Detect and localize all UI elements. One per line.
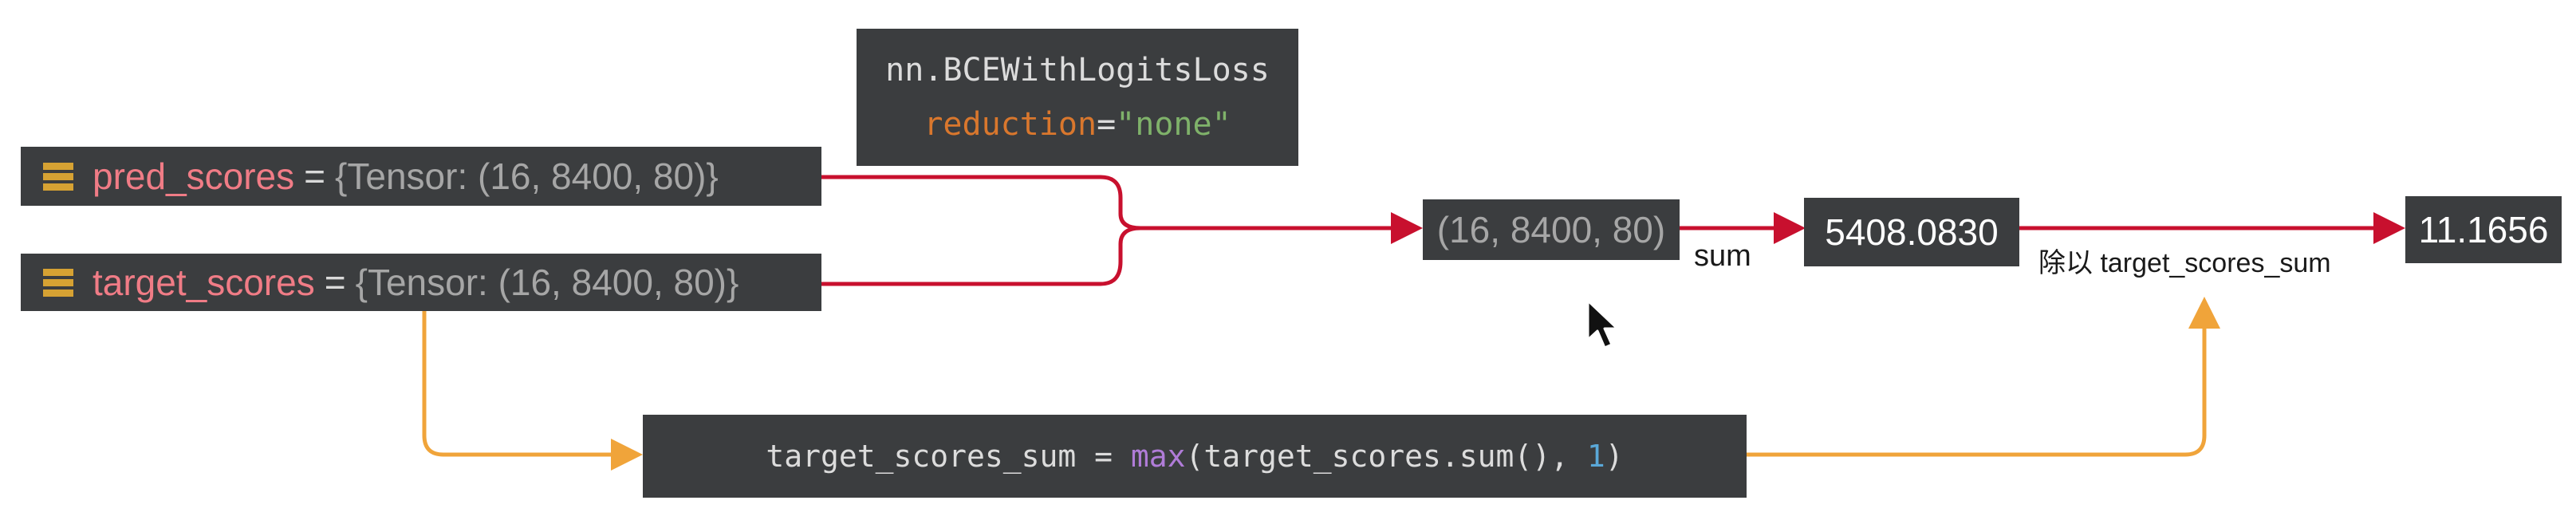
- pred-scores-type: {Tensor: (16, 8400, 80)}: [335, 156, 719, 197]
- loss-function-box: nn.BCEWithLogitsLoss reduction="none": [857, 29, 1298, 166]
- pred-scores-variable[interactable]: pred_scores = {Tensor: (16, 8400, 80)}: [21, 147, 821, 206]
- sum-label: sum: [1694, 239, 1751, 273]
- loss-output-shape-text: (16, 8400, 80): [1436, 209, 1666, 250]
- result-value: 11.1656: [2418, 209, 2549, 250]
- loss-param-op: =: [1097, 106, 1117, 143]
- target-scores-variable[interactable]: target_scores = {Tensor: (16, 8400, 80)}: [21, 254, 821, 311]
- code-lhs: target_scores_sum =: [766, 439, 1131, 474]
- variable-icon: [43, 161, 73, 191]
- variable-icon: [43, 267, 73, 297]
- merge-bracket: [821, 175, 1141, 286]
- target-scores-type: {Tensor: (16, 8400, 80)}: [355, 262, 739, 303]
- loss-param: reduction="none": [924, 106, 1231, 143]
- loss-output-shape: (16, 8400, 80): [1423, 199, 1680, 260]
- target-scores-name: target_scores: [93, 262, 315, 303]
- target-scores-sum-code: target_scores_sum = max(target_scores.su…: [643, 415, 1747, 498]
- sum-value: 5408.0830: [1825, 211, 1999, 253]
- pred-scores-eq: =: [304, 156, 326, 197]
- target-scores-eq: =: [324, 262, 346, 303]
- code-fn: max: [1130, 439, 1186, 474]
- sum-value-box: 5408.0830: [1804, 198, 2019, 266]
- divide-label: 除以 target_scores_sum: [2038, 248, 2331, 278]
- code-close: ): [1605, 439, 1624, 474]
- loss-class-name: nn.BCEWithLogitsLoss: [885, 52, 1270, 89]
- cursor-icon: [1586, 299, 1619, 349]
- arrow-code-to-divide: [1747, 297, 2220, 457]
- pred-scores-name: pred_scores: [93, 156, 295, 197]
- loss-param-name: reduction: [924, 106, 1097, 143]
- result-value-box: 11.1656: [2405, 196, 2562, 263]
- code-num: 1: [1586, 439, 1605, 474]
- arrow-to-code: [422, 309, 643, 471]
- code-args: (target_scores.sum(),: [1185, 439, 1587, 474]
- loss-param-value: "none": [1116, 106, 1231, 143]
